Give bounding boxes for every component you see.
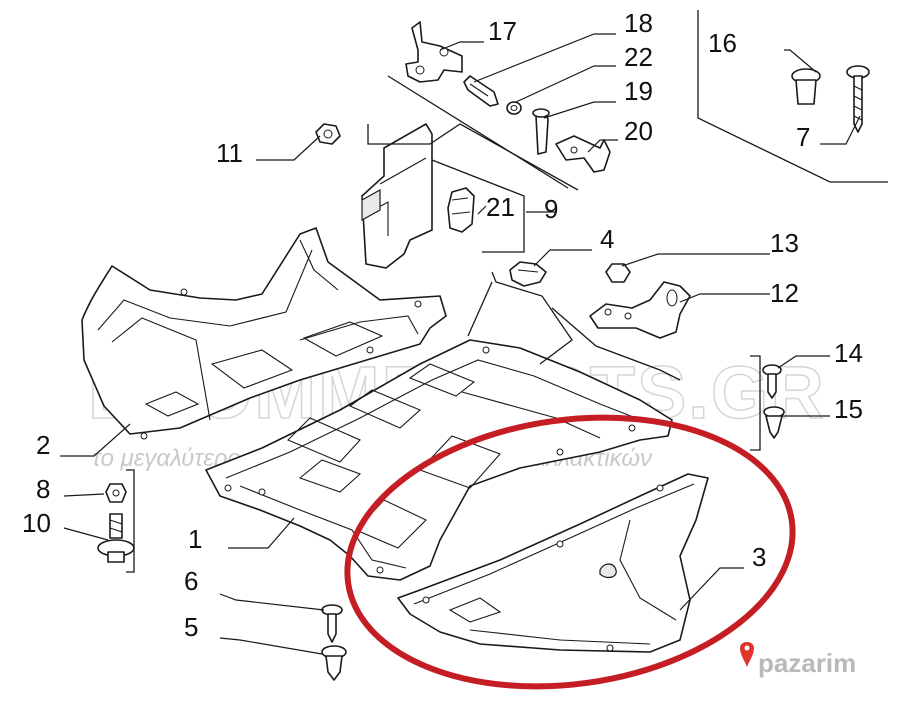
- callout-19: 19: [624, 76, 653, 106]
- part-6-screw: [321, 604, 343, 643]
- part-5-push-clip: [321, 645, 347, 681]
- callout-15: 15: [834, 394, 863, 424]
- callout-4: 4: [600, 224, 614, 254]
- part-20-small-bracket: [555, 135, 611, 173]
- part-11-nut: [315, 123, 341, 145]
- callout-13: 13: [770, 228, 799, 258]
- callout-7: 7: [796, 122, 810, 152]
- brand-name: pazarim: [758, 648, 856, 678]
- callout-21: 21: [486, 192, 515, 222]
- callout-10: 10: [22, 508, 51, 538]
- part-1-main-panel: [205, 339, 673, 581]
- callout-16: 16: [708, 28, 737, 58]
- callout-18: 18: [624, 8, 653, 38]
- part-4-clip: [509, 261, 547, 287]
- callout-2: 2: [36, 430, 50, 460]
- callout-20: 20: [624, 116, 653, 146]
- highlight-ring: [344, 414, 796, 690]
- part-17-bracket: [405, 21, 463, 83]
- part-15-push-clip: [763, 406, 785, 439]
- part-9-shield-plate: [361, 123, 433, 269]
- callout-1: 1: [188, 524, 202, 554]
- part-2-front-shield: [81, 227, 447, 440]
- part-10-bolt: [97, 513, 135, 563]
- part-18-pin: [463, 75, 499, 107]
- callout-14: 14: [834, 338, 863, 368]
- callout-17: 17: [488, 16, 517, 46]
- part-8-nut: [105, 483, 127, 503]
- callout-labels: 1 2 3 4 5 6 7 8 9 10 11 12 13 14 15 16 1…: [22, 8, 863, 642]
- callout-11: 11: [216, 138, 243, 168]
- leader-lines: [60, 33, 861, 655]
- callout-5: 5: [184, 612, 198, 642]
- part-13-nut: [605, 263, 631, 283]
- callout-9: 9: [544, 194, 558, 224]
- location-pin-dot: [744, 645, 750, 651]
- part-21-clip: [447, 187, 475, 233]
- location-pin-icon: [740, 642, 754, 668]
- part-14-screw: [762, 364, 782, 399]
- assembly-lines: [126, 10, 888, 573]
- callout-8: 8: [36, 474, 50, 504]
- part-19-stud: [532, 108, 550, 155]
- callout-12: 12: [770, 278, 799, 308]
- callout-3: 3: [752, 542, 766, 572]
- brand-logo: pazarim: [740, 642, 856, 678]
- part-12-bracket: [589, 281, 691, 339]
- callout-22: 22: [624, 42, 653, 72]
- part-3-rear-panel: [397, 473, 709, 653]
- part-22-washer: [506, 101, 522, 115]
- callout-6: 6: [184, 566, 198, 596]
- part-7-screw: [846, 65, 870, 133]
- part-16-rivet-nut: [791, 68, 821, 105]
